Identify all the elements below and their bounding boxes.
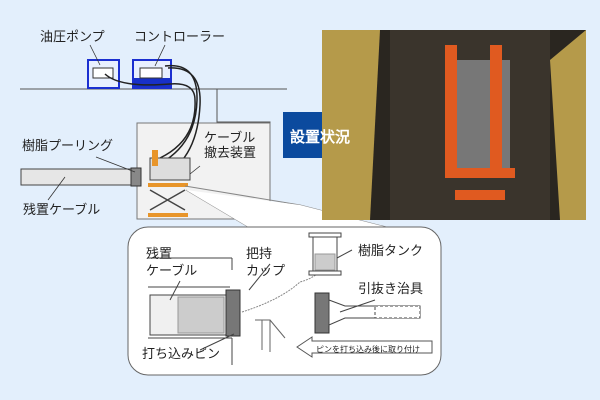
detail-drawing [148,232,433,365]
controller-label: コントローラー [134,30,226,45]
extraction-jig-label: 引抜き治具 [358,282,424,297]
remaining-cable-label: 残置ケーブル [23,203,101,218]
detail-remaining-cable-label: 残置 ケーブル [146,247,198,279]
remaining-cable-icon [20,168,137,186]
resin-tank-label: 樹脂タンク [358,244,424,259]
installation-status-label: 設置状況 [290,128,351,146]
drive-pin-label: 打ち込みピン [142,347,221,362]
hydraulic-pump-label: 油圧ポンプ [40,30,105,45]
hydraulic-hoses [104,64,201,166]
holding-cup-label: 把持 カップ [246,247,286,279]
cable-removal-device-icon [148,150,191,217]
note-arrow-label: ピンを打ち込み後に取り付け [316,345,420,354]
cable-removal-device-label: ケーブル 撤去装置 [204,131,257,161]
resin-pouring-label: 樹脂プーリング [22,139,114,154]
installation-photo [322,30,586,220]
